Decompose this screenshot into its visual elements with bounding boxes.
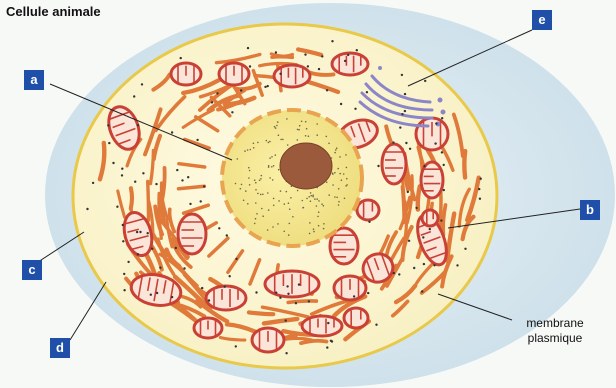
mitochondrion [171, 63, 201, 85]
mitochondrion [302, 316, 342, 336]
mitochondrion [194, 318, 222, 338]
label-d: d [50, 338, 70, 358]
mitochondrion [178, 214, 206, 254]
label-a: a [24, 70, 44, 90]
mitochondrion [206, 286, 246, 310]
label-b: b [580, 200, 600, 220]
reticulum-strand [148, 181, 149, 220]
reticulum-strand [179, 186, 205, 188]
membrane-caption-line1: membrane [510, 316, 600, 331]
reticulum-strand [418, 186, 420, 209]
diagram-title: Cellule animale [6, 4, 101, 19]
mitochondrion [252, 328, 284, 352]
reticulum-strand [288, 301, 316, 302]
nucleolus [280, 143, 332, 189]
mitochondrion [422, 210, 438, 226]
reticulum-strand [131, 188, 132, 208]
mitochondrion [219, 63, 249, 85]
mitochondrion [334, 276, 366, 300]
mitochondrion [344, 308, 368, 328]
mitochondrion [274, 65, 310, 87]
label-e: e [532, 10, 552, 30]
reticulum-strand [249, 312, 273, 314]
mitochondrion [357, 200, 379, 220]
mitochondrion [265, 271, 319, 297]
label-c: c [22, 260, 42, 280]
mitochondrion [382, 144, 406, 184]
membrane-caption: membrane plasmique [510, 316, 600, 346]
mitochondrion [332, 53, 368, 75]
membrane-caption-line2: plasmique [510, 331, 600, 346]
mitochondrion [421, 162, 443, 198]
mitochondrion [416, 118, 448, 150]
